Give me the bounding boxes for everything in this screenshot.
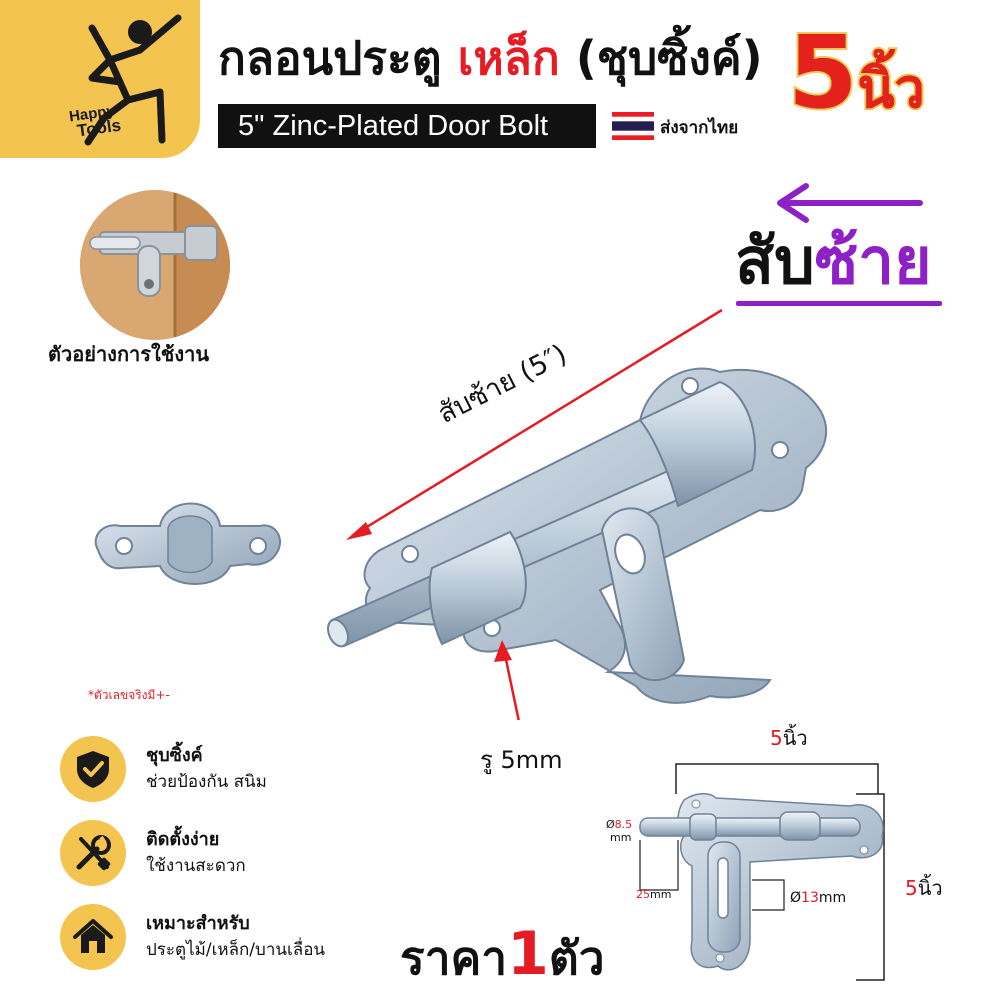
size-unit: นิ้ว — [856, 55, 927, 122]
ring-diameter-label: Ø13mm — [790, 890, 846, 906]
price-label: ราคา1ตัว — [400, 924, 605, 988]
price-part2: ตัว — [548, 931, 605, 985]
direction-label: สับซ้าย — [735, 222, 932, 302]
english-title-bar: 5" Zinc-Plated Door Bolt — [218, 104, 596, 148]
feature-desc: ประตูไม้/เหล็ก/บานเลื่อน — [146, 940, 326, 960]
feature-desc: ใช้งานสะดวก — [146, 856, 246, 876]
rod-length-unit: mm — [650, 888, 672, 901]
direction-underline — [736, 301, 942, 306]
length-arrow — [351, 308, 723, 538]
feature-title: ชุบซิ้งค์ — [146, 745, 203, 766]
height-label: 5นิ้ว — [905, 872, 943, 904]
hole-size-label: รู 5mm — [480, 746, 563, 774]
brand-logo: Happy Tools — [0, 0, 200, 158]
disclaimer-note: *ตัวเลขจริงมี+- — [88, 688, 170, 702]
size-number: 5 — [786, 14, 860, 131]
dimension-diagram — [639, 763, 885, 981]
left-arrow-icon — [777, 183, 923, 223]
feature-zinc: ชุบซิ้งค์ ช่วยป้องกัน สนิม — [60, 736, 380, 806]
hole-arrowhead — [494, 640, 512, 662]
feature-icon-circle — [60, 904, 126, 970]
ship-from-label: ส่งจากไทย — [660, 118, 739, 138]
keeper-part — [94, 502, 281, 585]
logo-line2: Tools — [75, 115, 123, 141]
feature-title: ติดตั้งง่าย — [146, 829, 220, 850]
length-arrowhead — [346, 522, 372, 540]
ring-diameter-unit: mm — [818, 890, 847, 906]
direction-part1: สับ — [735, 225, 815, 299]
tools-icon — [76, 835, 111, 871]
ring-diameter-number: 13 — [801, 890, 819, 906]
title-part1: กลอนประตู — [218, 31, 458, 85]
product-title: กลอนประตู เหล็ก (ชุบซิ้งค์) — [218, 28, 763, 88]
feature-install: ติดตั้งง่าย ใช้งานสะดวก — [60, 820, 380, 890]
width-unit: นิ้ว — [782, 726, 808, 750]
door-bolt-illustration — [94, 308, 828, 720]
price-part1: ราคา — [400, 931, 508, 985]
height-unit: นิ้ว — [917, 876, 943, 900]
width-number: 5 — [770, 726, 783, 750]
rod-diameter-symbol: Ø — [606, 818, 615, 831]
width-dimension-line — [675, 763, 879, 794]
usage-label: ตัวอย่างการใช้งาน — [48, 342, 210, 366]
rod-diameter-number: 8.5 — [614, 818, 633, 831]
feature-suitable: เหมาะสำหรับ ประตูไม้/เหล็ก/บานเลื่อน — [60, 904, 380, 974]
logo-text: Happy Tools — [68, 102, 123, 141]
rod-length-label: 25mm — [636, 888, 671, 901]
front-sleeve — [428, 530, 527, 646]
rear-sleeve — [638, 380, 756, 508]
size-badge: 5นิ้ว — [786, 16, 927, 144]
feature-desc: ช่วยป้องกัน สนิม — [146, 772, 267, 792]
direction-part2: ซ้าย — [814, 225, 932, 299]
width-label: 5นิ้ว — [770, 722, 808, 754]
height-dimension-line — [856, 793, 885, 981]
bolt-top-view — [639, 793, 884, 971]
title-part3: (ชุบซิ้งค์) — [559, 31, 763, 85]
ring-diameter-symbol: Ø — [790, 890, 802, 906]
feature-icon-circle — [60, 736, 126, 802]
height-number: 5 — [905, 876, 918, 900]
hole-arrow — [502, 649, 520, 720]
door-usage-illustration — [80, 190, 230, 340]
house-icon — [73, 919, 113, 953]
rod-diameter-unit: mm — [610, 831, 632, 844]
bolt-handle — [600, 507, 686, 681]
shield-check-icon — [77, 751, 109, 788]
rod-length-number: 25 — [636, 888, 650, 901]
usage-photo — [80, 190, 230, 340]
rod-length-bracket — [639, 840, 679, 891]
rod-diameter-label: Ø8.5 mm — [606, 818, 632, 844]
feature-icon-circle — [60, 820, 126, 886]
jumping-figure-icon — [84, 14, 182, 146]
price-number: 1 — [507, 919, 549, 989]
feature-title: เหมาะสำหรับ — [146, 913, 250, 934]
ring-diameter-bracket — [752, 879, 785, 911]
thai-flag-icon — [612, 112, 654, 140]
title-part2: เหล็ก — [457, 31, 560, 85]
